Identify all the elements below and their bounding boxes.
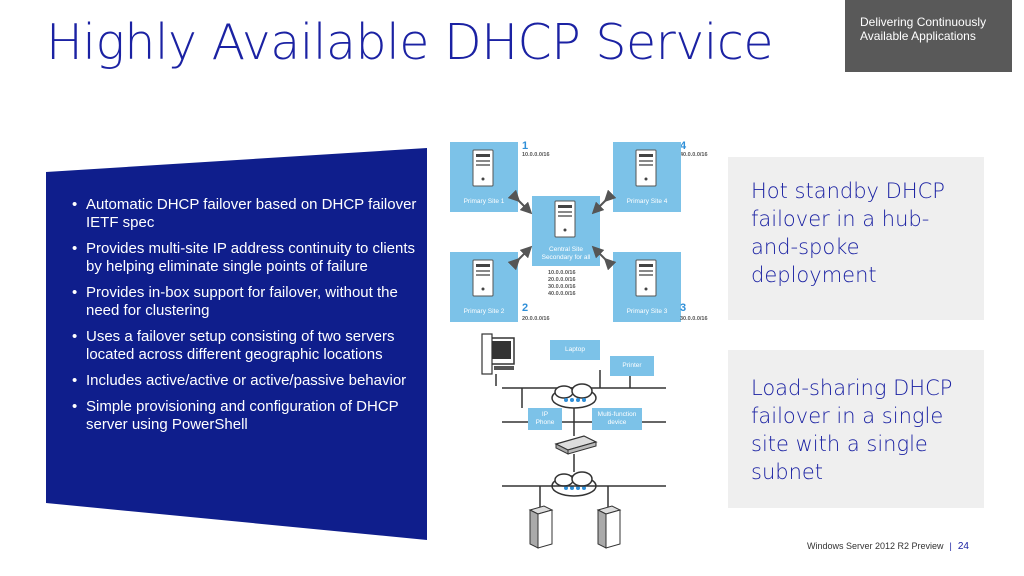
site-label: Primary Site 3	[626, 308, 668, 315]
primary-site-3: Primary Site 3	[613, 252, 681, 322]
central-site: Central Site Secondary for all	[532, 196, 600, 266]
failover-arrows	[507, 189, 617, 271]
mfd-line2: device	[607, 419, 627, 426]
footer-separator: |	[949, 541, 952, 551]
printer-device: Printer	[610, 356, 654, 376]
section-tag: Delivering Continuously Available Applic…	[845, 0, 1012, 72]
bullet-panel: Automatic DHCP failover based on DHCP fa…	[0, 0, 430, 576]
site-subnet: 40.0.0.0/16	[680, 152, 708, 158]
laptop-device: Laptop	[550, 340, 600, 360]
cloud-icon	[551, 383, 597, 409]
desktop-icon	[481, 333, 515, 375]
server-icon	[635, 259, 657, 297]
footer: Windows Server 2012 R2 Preview | 24	[807, 541, 969, 552]
subnet: 20.0.0.0/16	[548, 277, 576, 283]
lan-diagram	[481, 333, 666, 549]
bullet-list: Automatic DHCP failover based on DHCP fa…	[70, 196, 420, 442]
server-icon	[554, 200, 576, 238]
site-subnet: 30.0.0.0/16	[680, 316, 708, 322]
ip-phone-line1: IP	[541, 411, 549, 418]
central-subnets: 10.0.0.0/16 20.0.0.0/16 30.0.0.0/16 40.0…	[548, 270, 576, 298]
site-number: 1	[522, 140, 529, 152]
site-subnet: 20.0.0.0/16	[522, 316, 550, 322]
bullet-item: Simple provisioning and configuration of…	[70, 398, 420, 434]
bullet-item: Automatic DHCP failover based on DHCP fa…	[70, 196, 420, 232]
multifunction-device: Multi-function device	[592, 408, 642, 430]
site-subnet: 10.0.0.0/16	[522, 152, 550, 158]
primary-site-1: Primary Site 1	[450, 142, 518, 212]
bullet-item: Provides in-box support for failover, wi…	[70, 284, 420, 320]
slide-title: Highly Available DHCP Service	[46, 14, 773, 71]
central-label-line1: Central Site	[549, 246, 583, 253]
mfd-line1: Multi-function	[597, 411, 637, 418]
server-icon	[472, 149, 494, 187]
footer-product: Windows Server 2012 R2 Preview	[806, 541, 944, 551]
server-icon	[635, 149, 657, 187]
primary-site-2: Primary Site 2	[450, 252, 518, 322]
site-number: 3	[680, 302, 687, 314]
server-icon	[472, 259, 494, 297]
network-diagrams: 1 10.0.0.0/16 4 40.0.0.0/16 Primary Site…	[430, 130, 730, 550]
site-label: Primary Site 2	[463, 308, 505, 315]
site-number: 4	[680, 140, 687, 152]
cloud-icon	[551, 471, 597, 497]
page-number: 24	[957, 541, 969, 552]
site-number: 2	[522, 302, 529, 314]
ip-phone-line2: Phone	[535, 419, 555, 426]
switch-icon	[554, 435, 598, 455]
subnet: 40.0.0.0/16	[548, 291, 576, 297]
load-sharing-card: Load-sharing DHCP failover in a single s…	[728, 350, 984, 508]
hot-standby-card: Hot standby DHCP failover in a hub-and-s…	[728, 157, 984, 320]
subnet: 30.0.0.0/16	[548, 284, 576, 290]
primary-site-4: Primary Site 4	[613, 142, 681, 212]
bullet-item: Includes active/active or active/passive…	[70, 372, 420, 390]
subnet: 10.0.0.0/16	[548, 270, 576, 276]
central-label: Central Site Secondary for all	[532, 246, 600, 262]
central-label-line2: Secondary for all	[541, 254, 591, 261]
bullet-item: Provides multi-site IP address continuit…	[70, 240, 420, 276]
site-label: Primary Site 4	[626, 198, 668, 205]
server-icon	[528, 505, 554, 549]
server-icon	[596, 505, 622, 549]
ip-phone-device: IP Phone	[528, 408, 562, 430]
site-label: Primary Site 1	[463, 198, 505, 205]
bullet-item: Uses a failover setup consisting of two …	[70, 328, 420, 364]
